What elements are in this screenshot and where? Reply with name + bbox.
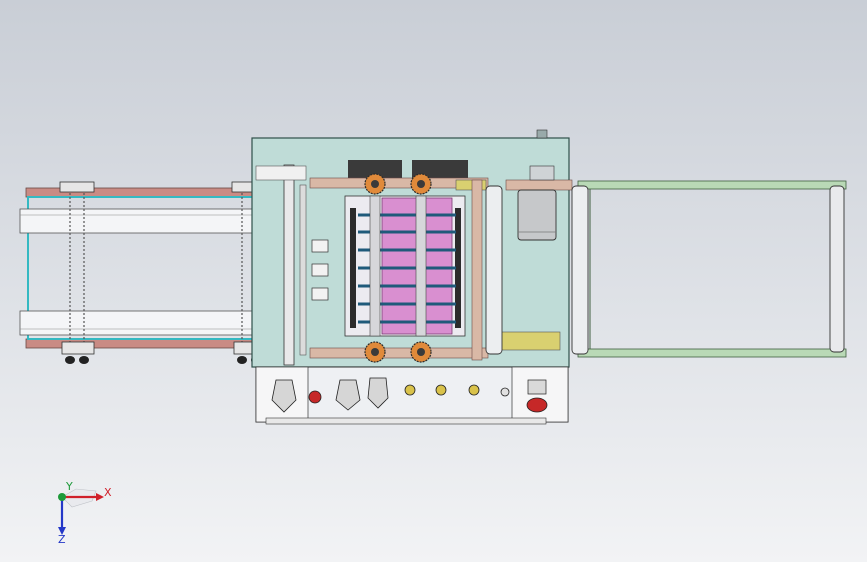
gear-bottom-right — [410, 341, 432, 363]
right-conveyor-top-rail — [577, 180, 847, 190]
cutting-comb-right — [455, 208, 461, 328]
cutting-comb-left — [350, 208, 356, 328]
left-conveyor-feet — [65, 356, 261, 364]
roller-left — [485, 185, 503, 355]
selector-switch-3 — [367, 377, 389, 409]
right-conveyor-bottom-rail — [577, 348, 847, 358]
motor-body — [517, 189, 557, 241]
triad-z-label: Z — [58, 533, 66, 546]
right-conveyor — [577, 180, 847, 358]
triad-y-label: Y — [65, 480, 73, 493]
emergency-stop-light — [308, 390, 322, 404]
coordinate-triad: X Y Z — [58, 480, 112, 546]
gear-housing-right — [412, 160, 468, 178]
gear-housing-left — [348, 160, 402, 178]
control-panel — [255, 366, 569, 425]
guide-post — [255, 164, 307, 366]
control-panel-handle — [265, 417, 547, 425]
triad-x-label: X — [104, 486, 112, 499]
selector-switch-2 — [335, 379, 361, 411]
triad-y-axis — [58, 493, 66, 501]
gear-top-left — [364, 173, 386, 195]
motor — [517, 165, 557, 241]
roller-right — [571, 185, 589, 355]
right-conveyor-end-roller — [829, 185, 845, 353]
gear-assembly — [309, 160, 561, 363]
main-stop-button — [526, 379, 548, 413]
cutting-module — [311, 195, 466, 337]
gear-bottom-left — [364, 341, 386, 363]
roller-pair — [471, 179, 589, 361]
indicator-knobs — [404, 384, 480, 396]
selector-switch-1 — [271, 379, 297, 413]
small-knob — [500, 387, 510, 397]
gear-top-right — [410, 173, 432, 195]
